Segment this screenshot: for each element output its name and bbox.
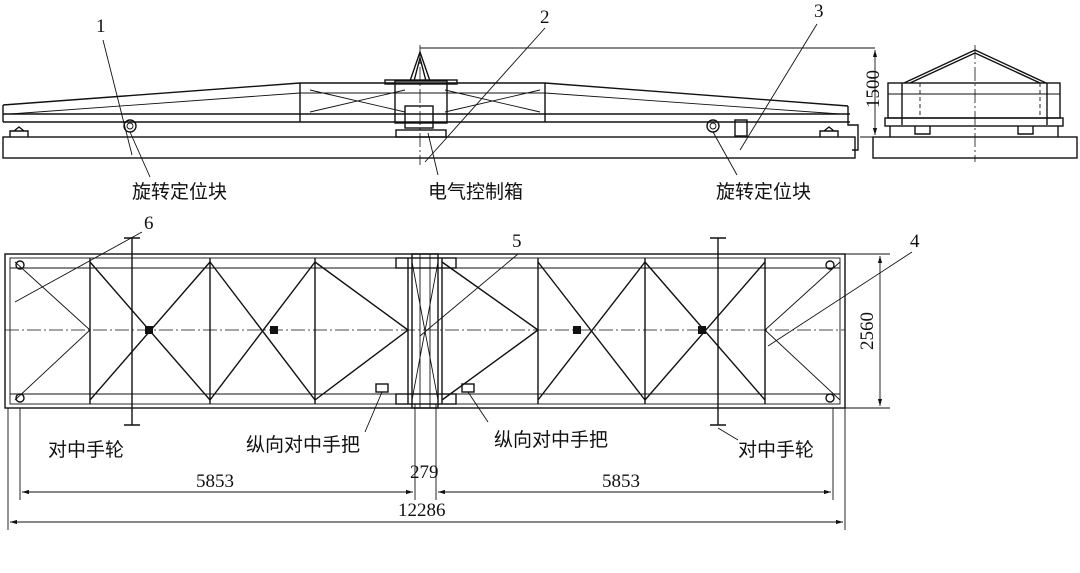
dimension-total-length: 12286: [398, 500, 446, 521]
plan-view: [4, 231, 913, 530]
callout-3: 3: [814, 1, 824, 22]
label-electrical-box: 电气控制箱: [428, 181, 524, 203]
side-view: [872, 45, 1078, 162]
front-elevation: [2, 23, 880, 178]
callout-2: 2: [540, 7, 550, 28]
callout-6: 6: [144, 213, 154, 234]
callout-1: 1: [96, 16, 106, 37]
label-rotating-block-left: 旋转定位块: [132, 181, 228, 203]
dimension-width: 2560: [857, 312, 878, 350]
dimension-center-gap: 279: [410, 462, 439, 483]
dimension-left-span: 5853: [196, 471, 234, 492]
label-longitudinal-handle-left: 纵向对中手把: [246, 434, 361, 456]
label-rotating-block-right: 旋转定位块: [716, 181, 812, 203]
dimension-height: 1500: [863, 70, 884, 108]
label-longitudinal-handle-right: 纵向对中手把: [494, 429, 609, 451]
label-centering-wheel-right: 对中手轮: [738, 439, 815, 461]
label-centering-wheel-left: 对中手轮: [48, 439, 125, 461]
callout-4: 4: [910, 231, 920, 252]
dimension-right-span: 5853: [602, 471, 640, 492]
callout-5: 5: [512, 231, 522, 252]
